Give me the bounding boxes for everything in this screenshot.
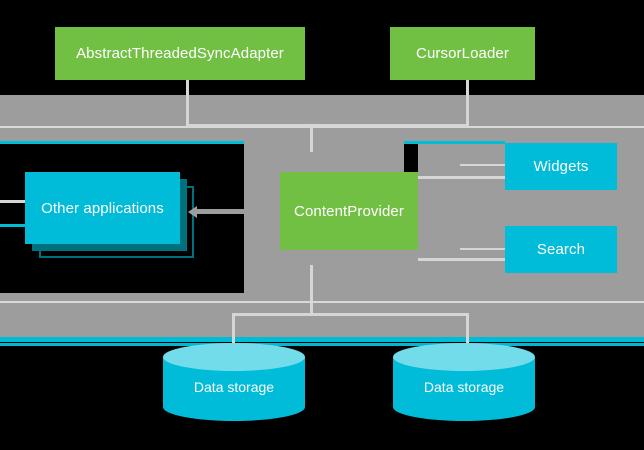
- connector-syncadapter-to-provider: [186, 124, 469, 127]
- accent-strip-lower: [0, 337, 644, 342]
- cylinder-bottom-ellipse: [393, 393, 535, 421]
- accent-strip-side-left: [0, 224, 25, 227]
- arrowhead-toward-other-applications: [188, 206, 197, 218]
- background-band-bottom: [0, 293, 644, 301]
- connector-side-left-upper: [0, 200, 25, 203]
- background-band-bottom-divider: [0, 301, 644, 303]
- node-label: Search: [536, 241, 586, 258]
- cylinder-top-ellipse: [163, 343, 305, 371]
- connector-widget-stub-upper: [460, 164, 508, 166]
- accent-strip-upper: [0, 141, 244, 144]
- arrowhead-into-provider-top: [305, 152, 317, 161]
- connector-vertical-storage-right: [466, 313, 469, 345]
- connector-vertical-syncadapter: [186, 80, 189, 126]
- node-label: AbstractThreadedSyncAdapter: [76, 45, 284, 62]
- node-search[interactable]: Search: [505, 226, 617, 273]
- node-other-applications[interactable]: Other applications: [25, 172, 180, 244]
- connector-search-stub-lower: [460, 248, 508, 250]
- node-label: ContentProvider: [294, 202, 404, 220]
- node-label: Other applications: [41, 199, 164, 217]
- background-band-bottom-lower: [0, 303, 644, 337]
- node-data-storage-right[interactable]: Data storage: [393, 343, 535, 421]
- arrowhead-provider-bottom: [305, 256, 317, 265]
- connector-provider-to-search: [418, 258, 508, 261]
- connector-provider-to-widgets: [418, 176, 508, 179]
- node-widgets[interactable]: Widgets: [505, 143, 617, 190]
- accent-strip-lower2: [0, 343, 644, 346]
- background-band-top: [0, 95, 644, 126]
- accent-strip-upper-right: [404, 141, 505, 144]
- background-band-top-lower: [0, 128, 644, 141]
- arrowhead-toward-content-provider: [271, 206, 280, 218]
- edge-search-provider: [430, 238, 508, 243]
- background-band-middle-lower: [244, 250, 418, 293]
- connector-vertical-storage-left: [232, 313, 235, 345]
- connector-vertical-provider-bottom: [310, 262, 313, 314]
- connector-provider-to-storage: [232, 313, 468, 316]
- node-abstract-threaded-sync-adapter[interactable]: AbstractThreadedSyncAdapter: [55, 27, 305, 80]
- background-band-top-divider: [0, 126, 644, 128]
- connector-vertical-provider-top: [310, 124, 313, 158]
- arrowhead-search-to-provider: [421, 235, 430, 247]
- arrowhead-widgets-to-provider: [421, 191, 430, 203]
- background-band-middle: [244, 141, 404, 172]
- node-label: CursorLoader: [416, 45, 509, 62]
- connector-vertical-cursorloader: [466, 80, 469, 126]
- cylinder-top-ellipse: [393, 343, 535, 371]
- edge-provider-other-applications: [197, 209, 279, 214]
- node-content-provider[interactable]: ContentProvider: [280, 172, 418, 250]
- cylinder-bottom-ellipse: [163, 393, 305, 421]
- node-label: Data storage: [423, 379, 505, 395]
- node-data-storage-left[interactable]: Data storage: [163, 343, 305, 421]
- node-label: Data storage: [193, 379, 275, 395]
- node-cursor-loader[interactable]: CursorLoader: [390, 27, 535, 80]
- edge-widgets-provider: [430, 194, 508, 199]
- node-label: Widgets: [533, 158, 589, 175]
